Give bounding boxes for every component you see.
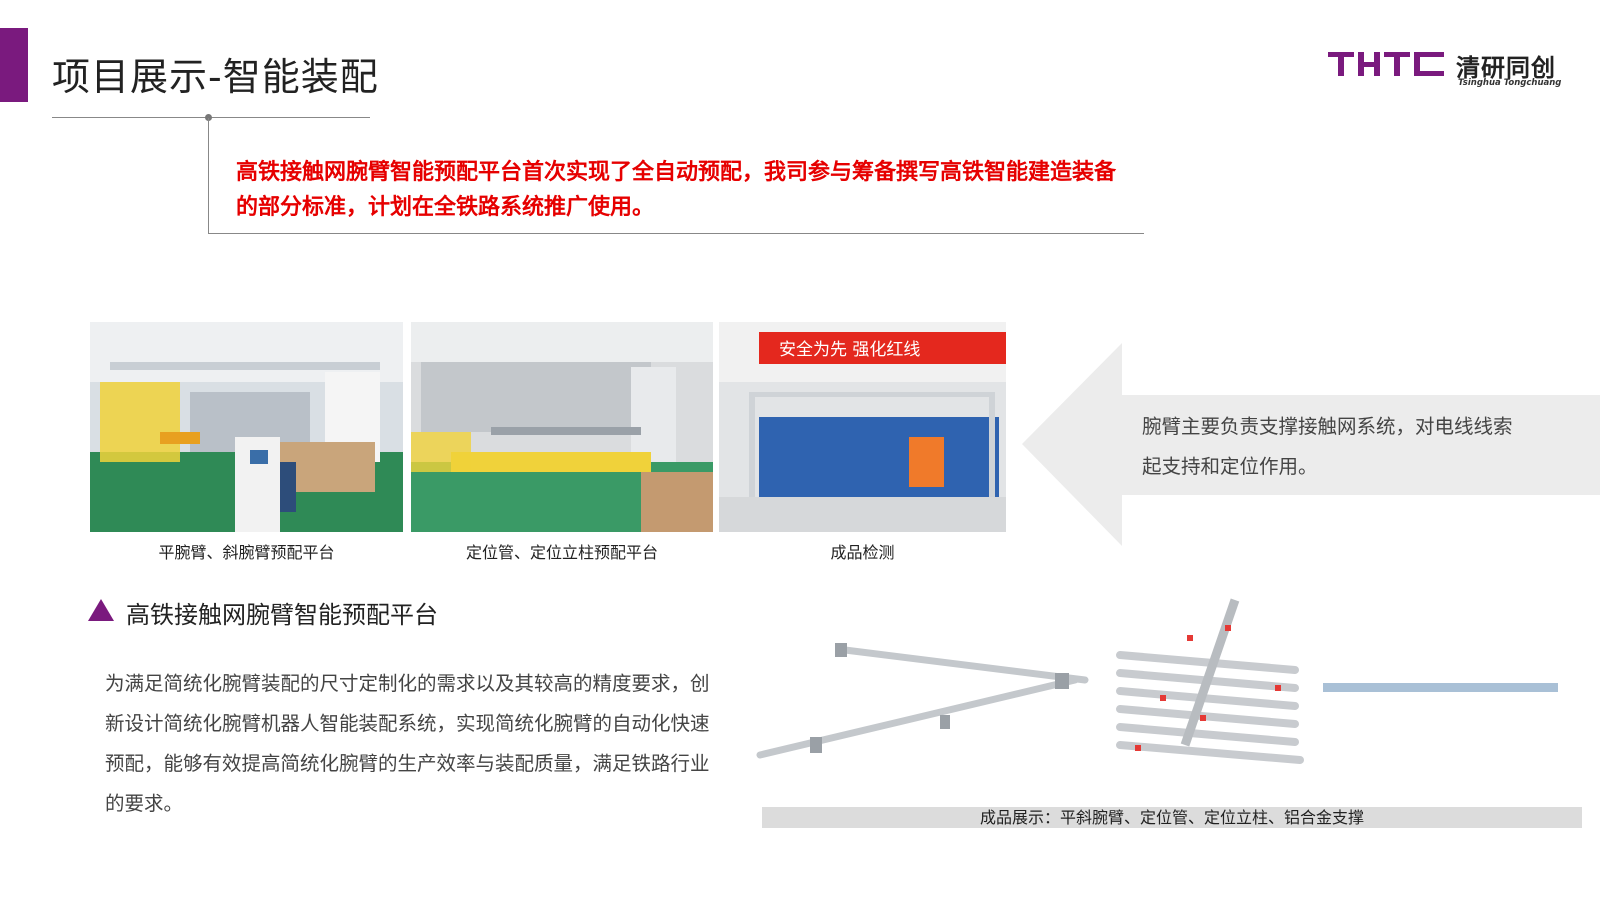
page-title: 项目展示-智能装配 [52,55,379,99]
highlight-statement: 高铁接触网腕臂智能预配平台首次实现了全自动预配，我司参与筹备撰写高铁智能建造装备… [236,160,1117,220]
triangle-icon [88,599,114,621]
section-heading-text: 高铁接触网腕臂智能预配平台 [126,601,438,629]
callout-text: 腕臂主要负责支撑接触网系统，对电线线索起支持和定位作用。 [1142,415,1513,478]
callout-arrow-box: 腕臂主要负责支撑接触网系统，对电线线索起支持和定位作用。 [1022,343,1600,546]
photo-caption-1: 平腕臂、斜腕臂预配平台 [158,543,335,562]
safety-banner-text: 安全为先 强化红线 [779,340,920,360]
logo-chinese-name: 清研同创 [1456,54,1556,82]
rule-vertical [208,118,209,234]
product-image [756,598,1558,764]
rule-node-dot [205,114,212,121]
thtc-logo-mark [1328,52,1444,76]
rule-bottom [208,233,1144,234]
photo-flat-cantilever-platform [90,322,403,532]
product-caption: 成品展示：平斜腕臂、定位管、定位立柱、铝合金支撑 [762,807,1582,828]
photo-caption-3: 成品检测 [830,543,895,562]
company-logo: 清研同创 Tsinghua Tongchuang [1328,48,1568,90]
photo-positioning-tube-platform [411,322,713,532]
section-description: 为满足简统化腕臂装配的尺寸定制化的需求以及其较高的精度要求，创新设计简统化腕臂机… [105,672,710,815]
left-arrow-icon [1022,343,1600,546]
photo-product-inspection: 安全为先 强化红线 [719,322,1006,532]
logo-english-name: Tsinghua Tongchuang [1458,78,1562,88]
title-accent-bar [0,28,28,102]
photo-caption-2: 定位管、定位立柱预配平台 [465,543,658,562]
